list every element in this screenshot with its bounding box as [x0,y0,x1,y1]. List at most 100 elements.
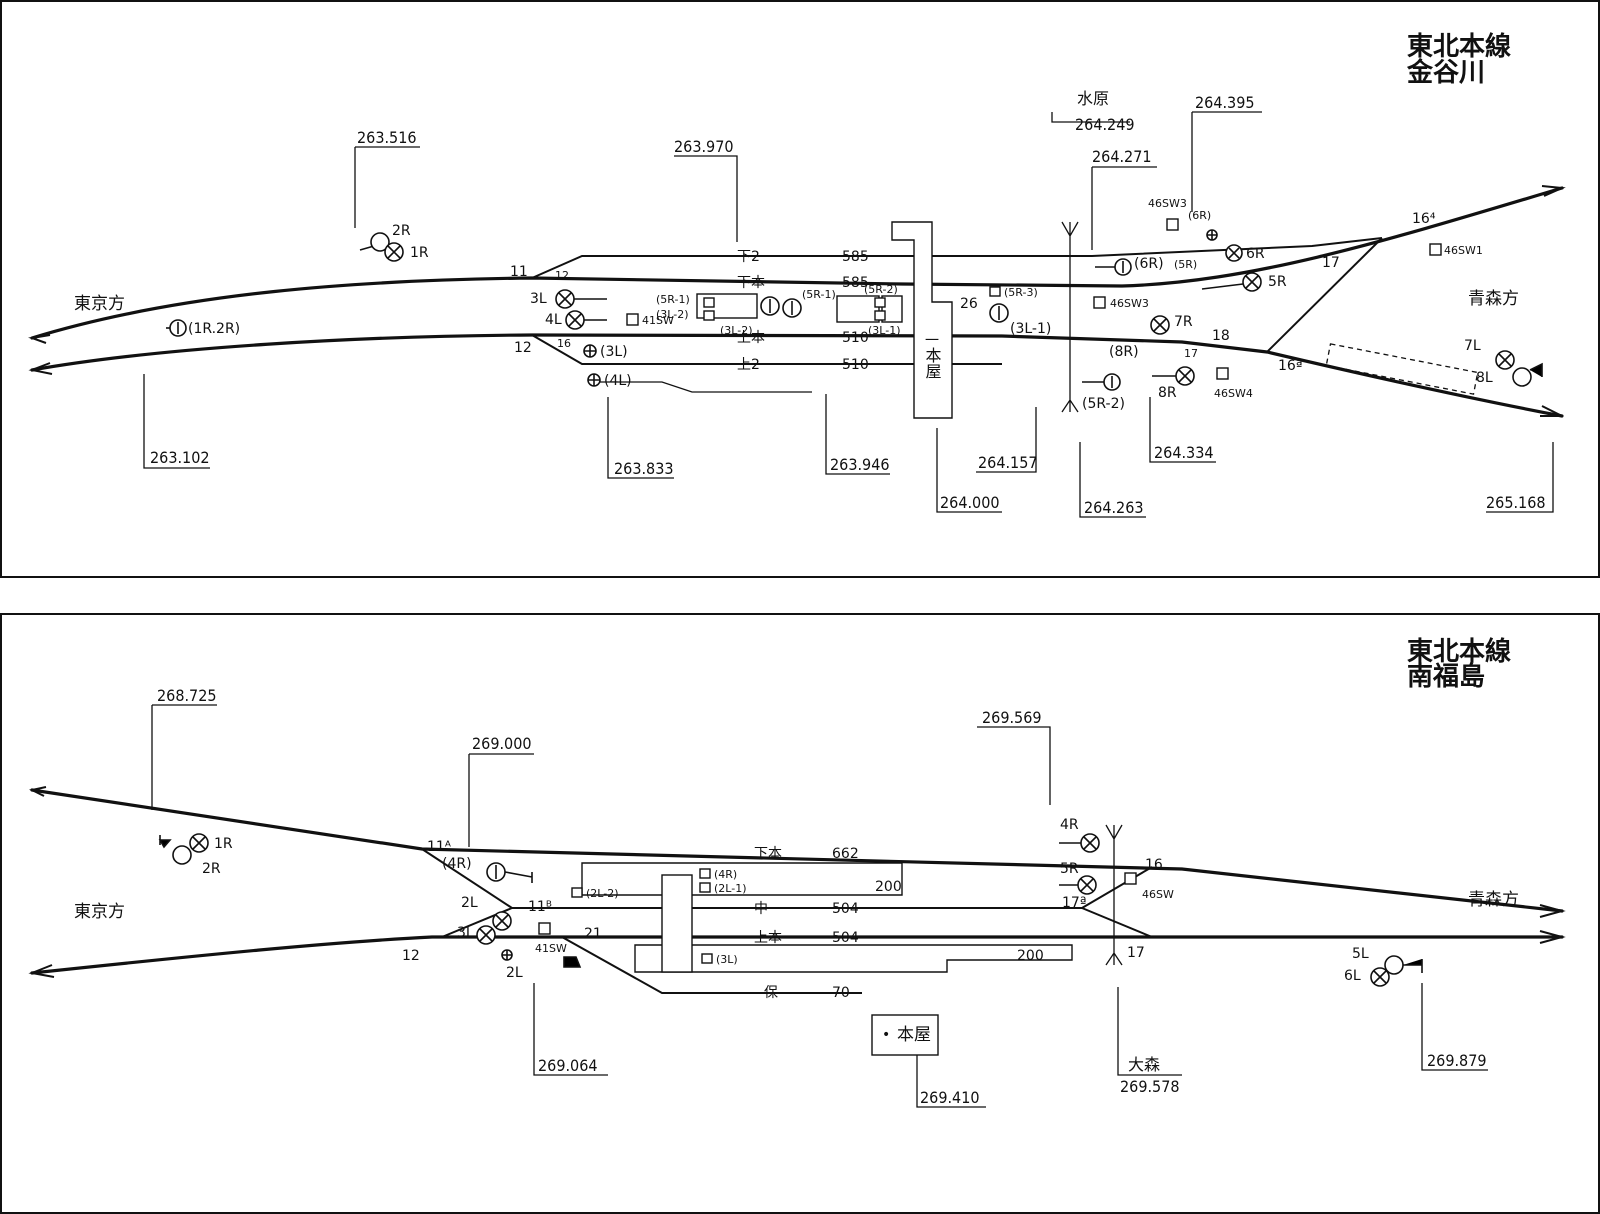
signal-label: 1R [214,836,233,852]
switch-label: 46SW [1142,888,1174,901]
arrow-east-down [1539,904,1566,918]
signal-label: 5R [1060,861,1079,877]
signal-label: 2L [461,895,478,911]
signal-label: 2L [506,965,523,981]
signal-2r-icon [370,232,390,252]
track-length: 70 [832,985,850,1001]
track-name: 上2 [737,357,760,373]
km-marker: 264.334 [1154,443,1214,462]
direction-tokyo: 東京方 [74,294,125,314]
switch-box-icon [1429,243,1442,256]
siding-storage [561,936,862,994]
crossover-17 [1081,907,1153,938]
signal-label: (4R) [442,856,472,872]
lower-station-name: 大森 [1128,1055,1160,1074]
line-title: 東北本線 [1407,31,1511,62]
main-track-up [30,935,1564,975]
signal-label: (5R-1) [802,288,836,301]
diagram-panel-minamifukushima: 東北本線 南福島 東京方 青森方 200 200 • 本屋 下本 662 中 5… [0,613,1600,1214]
signal-label: 7R [1174,314,1193,330]
signal-label: 2R [392,223,411,239]
signal-label: 8L [1476,370,1493,386]
arrow-east-down [1541,185,1566,197]
km-marker: 263.946 [830,455,890,474]
station-title: 南福島 [1407,662,1485,692]
km-marker: 269.064 [538,1056,598,1075]
switch-box-icon [1216,367,1229,380]
point-numbers-bottom: 11ᴬ 11ᴮ 12 16 17ª 17 [402,839,1163,964]
km-marker: 264.000 [940,493,1000,512]
platform-length: 200 [875,879,902,895]
direction-tokyo: 東京方 [74,902,125,922]
station-limit-mark [1061,221,1079,413]
km-marker: 263.833 [614,459,674,478]
point-number: 16 [557,337,571,350]
track-length: 510 [842,330,869,346]
track-name: 下2 [737,249,760,265]
signal-label: 6R [1246,246,1265,262]
platform-length: 200 [1017,948,1044,964]
signal-label: 3L [457,925,474,941]
signals-top: 2R 1R (1R.2R) 3L 4L (3L) (4L) (5R-1) (3L… [166,197,1543,412]
km-marker: 264.249 [1075,115,1135,134]
signal-label: (3L-1) [868,324,900,337]
signal-8l-icon [1512,367,1532,387]
signal-label: (6R) [1188,209,1211,222]
point-number: 16ª [1278,358,1302,374]
track-length: 585 [842,249,869,265]
switch-label: 46SW3 [1148,197,1187,210]
crossover-18 [1181,341,1268,353]
signal-label: (3L-1) [1010,321,1051,337]
footbridge [661,874,693,973]
km-marker: 264.395 [1195,93,1255,112]
signal-label: (5R-3) [1004,286,1038,299]
track-labels-bottom: 下本 662 中 504 上本 504 保 70 [754,846,859,1001]
point-number: 17ª [1062,895,1086,911]
track-name: 下本 [737,275,765,291]
station-building-mark: • [882,1027,890,1043]
km-marker: 269.879 [1427,1051,1487,1070]
km-marker: 264.263 [1084,498,1144,517]
siding-stub-4l [592,381,812,393]
track-labels-top: 下2 585 下本 585 上本 510 上2 510 [737,249,869,373]
switch-box-icon [1124,872,1137,885]
station-building-label: 一 [925,333,939,349]
km-marker: 269.578 [1120,1077,1180,1096]
signal-label: 5L [1352,946,1369,962]
km-marker: 263.970 [674,137,734,156]
main-track-up [30,333,1564,418]
arrow-west-up [28,964,55,978]
signal-label: (4L) [604,373,632,389]
signal-label: (2L-1) [714,882,746,895]
km-posts-bottom: 268.725 269.000 269.569 269.064 269.410 … [151,686,1488,1108]
diagram-panel-kanayagawa: 東北本線 金谷川 東京方 青森方 一 本屋 下2 585 下本 585 上本 5… [0,0,1600,578]
signal-label: 3L [530,291,547,307]
switch-label: 46SW3 [1110,297,1149,310]
km-posts-top: 263.516 263.970 水原 264.249 264.271 264.3… [143,89,1554,518]
point-number: 12 [514,340,532,356]
track-name: 上本 [737,330,765,346]
station-limit-mark [1105,824,1123,966]
track-name: 下本 [754,846,782,862]
point-number: 11 [510,264,528,280]
point-number: 17 [1127,945,1145,961]
switch-box-icon [538,922,551,935]
track-name: 上本 [754,930,782,946]
line-title: 東北本線 [1407,636,1511,667]
crossover-right [1266,237,1383,353]
signal-label: 8R [1158,385,1177,401]
signal-label: (5R) [1174,258,1197,271]
signal-label: (3L-2) [656,308,688,321]
station-building [871,1014,939,1056]
arrow-east-up [1540,405,1563,417]
siding-down-2 [531,237,1383,279]
point-number: 12 [402,948,420,964]
km-marker: 263.516 [357,128,417,147]
signal-label: (5R-2) [1082,396,1125,412]
main-track-down [30,788,1564,913]
platform-small-2 [881,295,903,323]
switch-box-icon [1166,218,1179,231]
signal-label: 4L [545,312,562,328]
switch-label: 46SW4 [1214,387,1253,400]
switch-box-icon [626,313,639,326]
